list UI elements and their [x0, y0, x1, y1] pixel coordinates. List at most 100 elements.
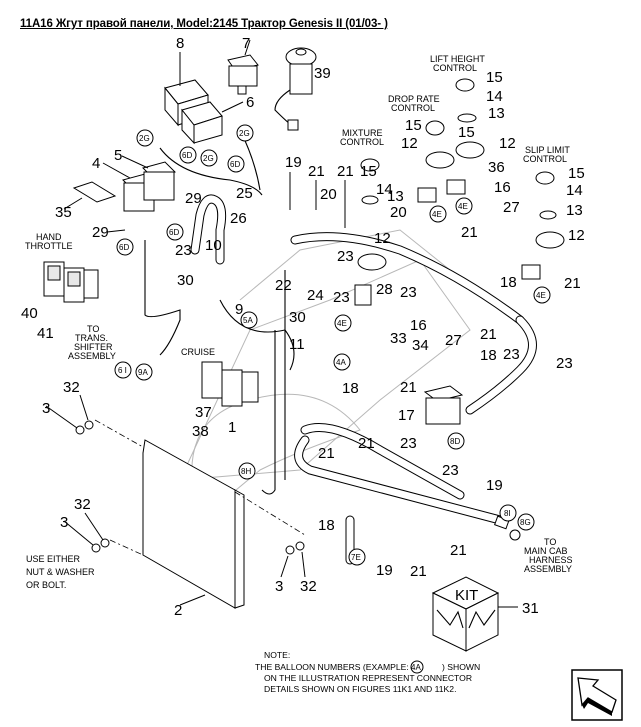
- callout[interactable]: 12: [401, 135, 418, 152]
- callout[interactable]: 9: [235, 301, 243, 318]
- rocker-switch-6[interactable]: [181, 101, 223, 145]
- callout[interactable]: 38: [192, 423, 209, 440]
- balloon[interactable]: 2G: [200, 149, 218, 167]
- callout[interactable]: 15: [568, 165, 585, 182]
- cruise-switch-38[interactable]: [201, 361, 223, 399]
- callout[interactable]: 15: [360, 163, 377, 180]
- callout[interactable]: 29: [92, 224, 109, 241]
- balloon[interactable]: 8I: [499, 504, 517, 522]
- callout[interactable]: 21: [564, 275, 581, 292]
- balloon[interactable]: 6D: [227, 155, 245, 173]
- cruise-switch-39[interactable]: [221, 369, 259, 407]
- callout[interactable]: 37: [195, 404, 212, 421]
- callout[interactable]: 5: [114, 147, 122, 164]
- balloon[interactable]: 4A: [333, 353, 351, 371]
- callout[interactable]: 18: [318, 517, 335, 534]
- callout[interactable]: 31: [522, 600, 539, 617]
- callout[interactable]: 23: [400, 435, 417, 452]
- balloon[interactable]: 9A: [135, 363, 153, 381]
- balloon[interactable]: 8D: [447, 432, 465, 450]
- balloon[interactable]: 4E: [334, 314, 352, 332]
- callout[interactable]: 33: [390, 330, 407, 347]
- potentiometer-mixture[interactable]: [354, 158, 387, 306]
- balloon[interactable]: 2G: [236, 124, 254, 142]
- callout[interactable]: 4: [92, 155, 100, 172]
- callout[interactable]: 13: [488, 105, 505, 122]
- callout[interactable]: 18: [342, 380, 359, 397]
- callout[interactable]: 30: [177, 272, 194, 289]
- callout[interactable]: 23: [442, 462, 459, 479]
- callout[interactable]: 32: [74, 496, 91, 513]
- callout[interactable]: 23: [175, 242, 192, 259]
- callout[interactable]: 23: [337, 248, 354, 265]
- callout[interactable]: 27: [445, 332, 462, 349]
- balloon[interactable]: 4E: [533, 286, 551, 304]
- callout[interactable]: 17: [398, 407, 415, 424]
- switch-7[interactable]: [227, 54, 259, 95]
- callout[interactable]: 3: [42, 400, 50, 417]
- callout[interactable]: 21: [450, 542, 467, 559]
- rocker-switch-5[interactable]: [142, 161, 176, 201]
- callout[interactable]: 14: [486, 88, 503, 105]
- callout[interactable]: 23: [503, 346, 520, 363]
- hand-throttle-switch-40[interactable]: [43, 261, 65, 297]
- callout[interactable]: 15: [458, 124, 475, 141]
- callout[interactable]: 21: [308, 163, 325, 180]
- callout[interactable]: 13: [387, 188, 404, 205]
- callout[interactable]: 21: [400, 379, 417, 396]
- callout[interactable]: 6: [246, 94, 254, 111]
- callout[interactable]: 2: [174, 602, 182, 619]
- balloon[interactable]: 6D: [166, 223, 184, 241]
- callout[interactable]: 22: [275, 277, 292, 294]
- callout[interactable]: 41: [37, 325, 54, 342]
- switch-17[interactable]: [423, 385, 464, 425]
- callout[interactable]: 23: [556, 355, 573, 372]
- callout[interactable]: 24: [307, 287, 324, 304]
- callout[interactable]: 28: [376, 281, 393, 298]
- callout[interactable]: 12: [499, 135, 516, 152]
- callout[interactable]: 12: [374, 230, 391, 247]
- callout[interactable]: 34: [412, 337, 429, 354]
- balloon[interactable]: 7E: [348, 548, 366, 566]
- callout[interactable]: 20: [320, 186, 337, 203]
- callout[interactable]: 21: [318, 445, 335, 462]
- callout[interactable]: 23: [333, 289, 350, 306]
- callout[interactable]: 19: [376, 562, 393, 579]
- balloon[interactable]: 6D: [116, 238, 134, 256]
- callout[interactable]: 21: [358, 435, 375, 452]
- balloon[interactable]: 5A: [240, 311, 258, 329]
- callout[interactable]: 21: [410, 563, 427, 580]
- callout[interactable]: 16: [494, 179, 511, 196]
- potentiometer-lift-height[interactable]: [446, 78, 485, 195]
- callout[interactable]: 14: [376, 181, 393, 198]
- callout[interactable]: 3: [275, 578, 283, 595]
- callout[interactable]: 18: [500, 274, 517, 291]
- callout[interactable]: 29: [185, 190, 202, 207]
- callout[interactable]: 19: [486, 477, 503, 494]
- callout[interactable]: 25: [236, 185, 253, 202]
- callout[interactable]: 32: [300, 578, 317, 595]
- hand-throttle-switch-41[interactable]: [63, 267, 99, 303]
- balloon[interactable]: 8G: [517, 513, 535, 531]
- callout[interactable]: 19: [285, 154, 302, 171]
- callout[interactable]: 30: [289, 309, 306, 326]
- callout[interactable]: 14: [566, 182, 583, 199]
- callout[interactable]: 27: [503, 199, 520, 216]
- callout[interactable]: 40: [21, 305, 38, 322]
- callout[interactable]: 15: [405, 117, 422, 134]
- balloon[interactable]: 2G: [136, 129, 154, 147]
- callout[interactable]: 36: [488, 159, 505, 176]
- callout[interactable]: 1: [228, 419, 236, 436]
- callout[interactable]: 23: [400, 284, 417, 301]
- potentiometer-slip-limit[interactable]: [521, 171, 565, 280]
- callout[interactable]: 13: [566, 202, 583, 219]
- callout[interactable]: 21: [461, 224, 478, 241]
- callout[interactable]: 18: [480, 347, 497, 364]
- balloon[interactable]: 4E: [429, 205, 447, 223]
- callout[interactable]: 3: [60, 514, 68, 531]
- balloon[interactable]: 6 I: [114, 361, 132, 379]
- balloon[interactable]: 8H: [238, 462, 256, 480]
- potentiometer-drop-rate[interactable]: [417, 120, 455, 203]
- callout[interactable]: 8: [176, 35, 184, 52]
- back-arrow-icon[interactable]: [571, 669, 623, 721]
